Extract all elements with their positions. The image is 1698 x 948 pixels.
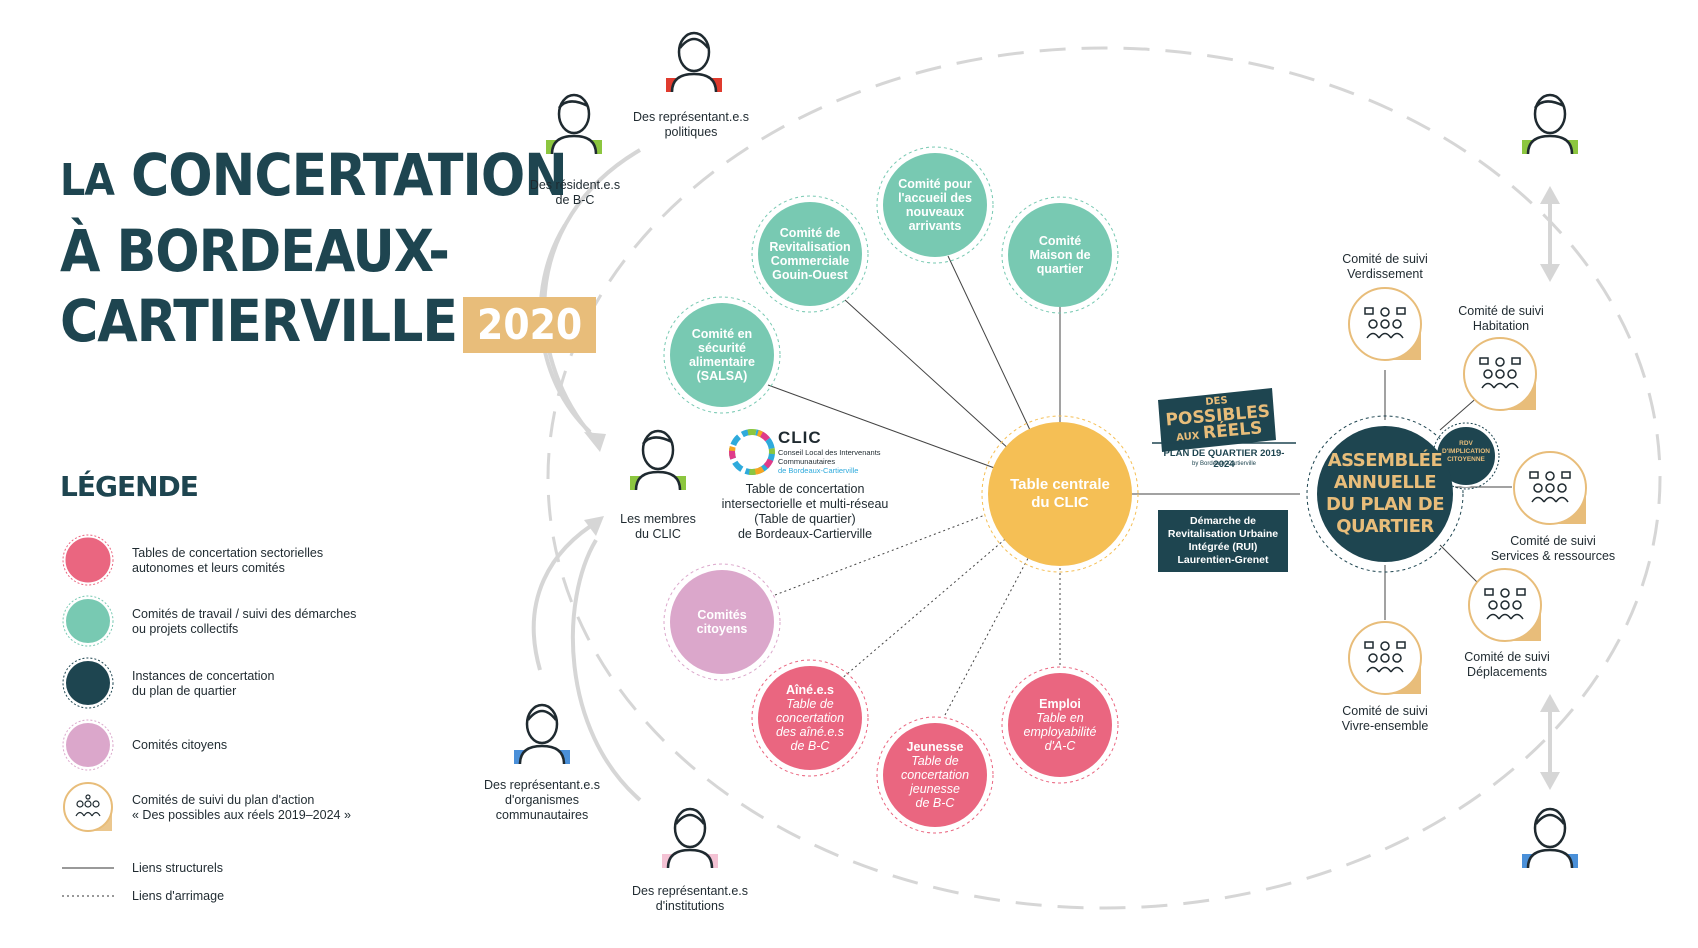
person-right-bottom-icon [1522, 807, 1578, 869]
legend-swatch-instances [66, 661, 110, 705]
clic-logo-icon [729, 429, 775, 475]
person-residents-icon [546, 93, 602, 155]
legend-title: LÉGENDE [60, 470, 199, 503]
clic-logo-name: CLIC [778, 428, 822, 447]
possibles-logo: DES POSSIBLES AUX RÉELS [1164, 395, 1271, 444]
committee-icon [75, 794, 101, 817]
person-politiques-icon [666, 31, 722, 93]
legend-label-anchoring: Liens d'arrimage [132, 889, 225, 903]
legend-label-structural: Liens structurels [132, 861, 224, 875]
arrow-head-icon [584, 432, 606, 452]
arrow-from-institutions [570, 538, 642, 802]
arrow-from-residents [542, 148, 642, 447]
outer-dashed-ellipse [546, 46, 1662, 910]
possibles-by: by Bordeaux-Cartierville [1191, 461, 1257, 467]
suivi-verdissement-icon [1348, 287, 1422, 361]
suivi-deplacements-icon [1468, 568, 1542, 642]
suivi-services-icon [1513, 451, 1587, 525]
legend-label-citoyens: Comités citoyens [132, 738, 228, 752]
legend-swatch-comites-travail [66, 599, 110, 643]
possibles-plan: PLAN DE QUARTIER 2019-2024 [1163, 448, 1285, 470]
suivi-habitation-icon [1463, 337, 1537, 411]
title-line3: CARTIERVILLE [60, 287, 458, 355]
title-la: LA [60, 155, 115, 206]
legend-swatches [62, 534, 114, 897]
person-organismes-icon [514, 703, 570, 765]
arrow-head-icon [1540, 264, 1560, 282]
node-halos [663, 146, 1464, 834]
person-right-top-icon [1522, 93, 1578, 155]
arrow-head-icon [1540, 694, 1560, 712]
title-concertation: CONCERTATION [131, 141, 568, 209]
legend-label-comites-travail: Comités de travail / suivi des démarches… [132, 607, 357, 636]
legend-swatch-sectorielles [65, 537, 111, 583]
legend-label-suivi: Comités de suivi du plan d'action« Des p… [132, 793, 351, 822]
title-line2: À BORDEAUX- [60, 217, 450, 285]
suivi-vivre-ensemble-icon [1348, 621, 1422, 695]
arrow-head-icon [584, 516, 604, 536]
year-badge: 2020 [463, 296, 597, 353]
arrow-head-icon [1540, 772, 1560, 790]
arrow-from-organismes [531, 518, 602, 671]
page-title: LA CONCERTATION À BORDEAUX- CARTIERVILLE… [60, 140, 597, 356]
anchoring-links [774, 514, 1061, 716]
legend-swatch-citoyens [66, 723, 110, 767]
person-clic-members-icon [630, 429, 686, 491]
person-icons [514, 31, 1578, 869]
person-institutions-icon [662, 807, 718, 869]
possibles-logo-bg [1158, 388, 1276, 452]
suivi-circles [1348, 287, 1587, 695]
structural-links [767, 255, 1512, 620]
arrow-head-icon [1540, 186, 1560, 204]
